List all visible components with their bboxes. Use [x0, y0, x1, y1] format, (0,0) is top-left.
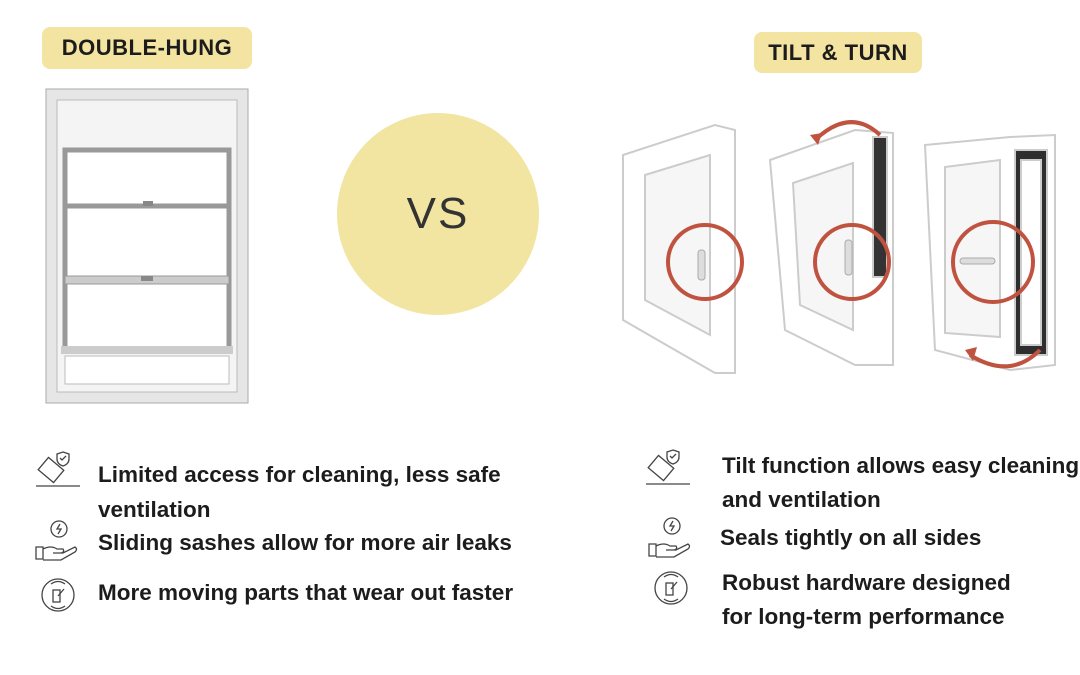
hand-gear-energy-icon [648, 517, 691, 558]
hardware-cycle-icon [41, 578, 75, 612]
hand-gear-energy-icon [35, 520, 78, 561]
right-point-1-line-2: and ventilation [722, 487, 881, 512]
left-point-2-line-1: Sliding sashes allow for more air leaks [98, 530, 512, 555]
right-point-1-line-1: Tilt function allows easy cleaning [722, 453, 1080, 478]
vs-label: VS [406, 189, 470, 238]
left-point-1-line-2: ventilation [98, 497, 211, 522]
right-point-2-line-1: Seals tightly on all sides [720, 525, 982, 550]
tilt-turn-windows-image [622, 120, 1056, 374]
tilted-window-shield-icon [36, 451, 80, 487]
right-point-3-line-2: for long-term performance [722, 604, 1005, 629]
hardware-cycle-icon [654, 571, 688, 605]
left-point-1-line-1: Limited access for cleaning, less safe [98, 462, 501, 487]
double-hung-window-image [45, 88, 249, 404]
left-point-3-line-1: More moving parts that wear out faster [98, 580, 514, 605]
tilted-window-shield-icon [646, 449, 690, 485]
vs-circle: VS [337, 113, 539, 315]
double-hung-title: DOUBLE-HUNG [42, 27, 252, 69]
tilt-turn-title: TILT & TURN [754, 32, 922, 73]
right-point-3-line-1: Robust hardware designed [722, 570, 1011, 595]
